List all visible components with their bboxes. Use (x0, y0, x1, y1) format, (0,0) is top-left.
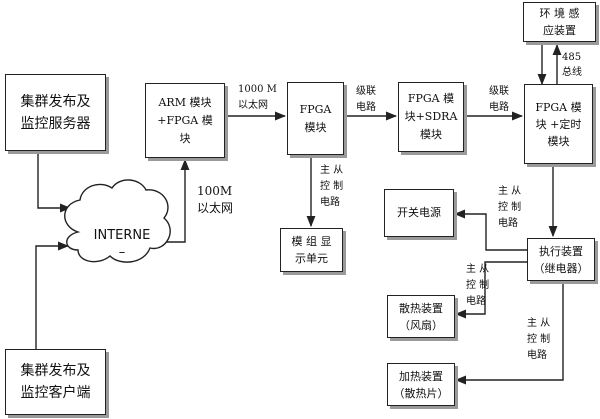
internet-label: INTERNE – (93, 228, 151, 260)
switch-power-box: 开关电源 (384, 189, 454, 237)
cluster-server-box: 集群发布及 监控服务器 (5, 74, 106, 151)
ctrl-actuator-label: 主 从 控 制 电路 (498, 186, 522, 229)
link-internet-arm (163, 158, 190, 243)
link-actuator-fan (454, 261, 527, 319)
cluster-client-box: 集群发布及 监控客户端 (5, 349, 106, 415)
heater-label: 加热装置 （散热片） (393, 369, 449, 400)
fpga-sdra-module-box: FPGA 模 块+SDRA 模块 (398, 82, 464, 152)
ctrl-display-label: 主 从 控 制 电路 (320, 165, 344, 208)
eth-1000m-label: 1000 M 以太网 (238, 84, 277, 111)
link-actuator-switch (453, 209, 527, 251)
actuator-relay-label: 执行装置 （继电器） (533, 244, 589, 275)
env-sensor-box: 环 境 感 应装置 (523, 2, 596, 42)
fpga-sdra-module-label: FPGA 模 块+SDRA 模块 (404, 92, 458, 141)
fpga-module-box: FPGA 模块 (287, 82, 344, 155)
ctrl-switch-label: 主 从 控 制 电路 (466, 264, 490, 307)
cluster-server-label: 集群发布及 监控服务器 (20, 93, 91, 132)
arm-fpga-module-label: ARM 模块 +FPGA 模 块 (157, 95, 213, 145)
fan-box: 散热装置 （风扇） (387, 295, 455, 338)
cascade-label-2: 级联 电路 (489, 86, 509, 113)
display-unit-label: 模 组 显 示单元 (291, 235, 332, 265)
env-sensor-label: 环 境 感 应装置 (539, 7, 580, 37)
fpga-timer-module-label: FPGA 模 块 +定时 模块 (535, 100, 582, 148)
cluster-client-label: 集群发布及 监控客户端 (20, 363, 91, 401)
eth-100m-label: 100M 以太网 (197, 184, 234, 215)
link-actuator-heater (454, 281, 564, 385)
display-unit-box: 模 组 显 示单元 (280, 228, 343, 272)
cascade-label-1: 级联 电路 (356, 86, 376, 113)
bus-485-label: 485 总线 (562, 52, 582, 78)
switch-power-label: 开关电源 (397, 206, 441, 219)
heater-box: 加热装置 （散热片） (387, 363, 455, 406)
link-client-internet (35, 241, 70, 352)
fpga-module-label: FPGA 模块 (299, 102, 332, 134)
link-server-internet (37, 150, 72, 213)
fpga-timer-module-box: FPGA 模 块 +定时 模块 (524, 84, 593, 164)
arm-fpga-module-box: ARM 模块 +FPGA 模 块 (145, 83, 225, 158)
ctrl-fan-label: 主 从 控 制 电路 (527, 318, 551, 361)
fan-label: 散热装置 （风扇） (399, 301, 443, 332)
actuator-relay-box: 执行装置 （继电器） (527, 238, 595, 281)
